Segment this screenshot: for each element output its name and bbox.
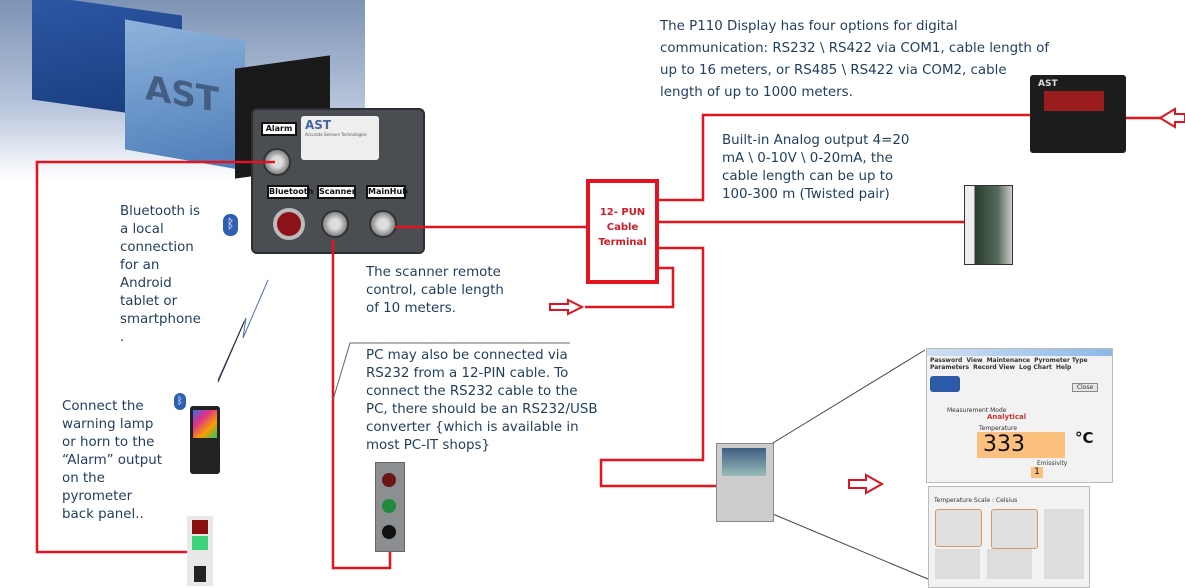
pyrometer-back-panel: Alarm AST Accurate Sensors Technologies … (251, 108, 425, 254)
pc-connection-description: PC may also be connected via RS232 from … (366, 348, 598, 453)
software-link-line (767, 511, 936, 583)
menu-item[interactable]: Log Chart (1019, 364, 1052, 371)
scale-label: Temperature Scale : (934, 497, 994, 504)
warning-lamp (187, 516, 213, 586)
software-menu-bar: Password View Maintenance Pyrometer Type… (927, 356, 1112, 372)
temperature-label: Temperature (979, 425, 1018, 432)
temperature-value: 333 (983, 432, 1025, 457)
p110-description: The P110 Display has four options for di… (660, 19, 1050, 100)
laptop (716, 443, 774, 522)
bluetooth-icon: ᛒ (223, 214, 238, 236)
scanner-wire (331, 240, 392, 570)
bluetooth-button (273, 208, 305, 240)
software-main-window: Password View Maintenance Pyrometer Type… (926, 348, 1113, 483)
scanner-remote-description: The scanner remote control, cable length… (366, 265, 504, 316)
mobile-phone (190, 406, 220, 474)
arrow-right-icon (549, 298, 585, 316)
menu-item[interactable]: Maintenance (986, 357, 1031, 364)
bluetooth-description: Bluetooth is a local connection for an A… (120, 204, 201, 345)
menu-item[interactable]: Help (1055, 364, 1072, 371)
display-wire (658, 113, 1030, 202)
scanner-remote-control (375, 462, 405, 552)
analog-output-module (964, 185, 1013, 265)
software-settings-window: Temperature Scale : Celsius (928, 486, 1090, 588)
close-button[interactable]: Close (1072, 383, 1098, 392)
bluetooth-label: Bluetooth (267, 185, 313, 199)
alarm-description: Connect the warning lamp or horn to the … (62, 399, 162, 522)
terminal-line-2: Cable (606, 222, 639, 233)
panel-info-plate: AST Accurate Sensors Technologies (301, 116, 379, 160)
menu-item[interactable]: View (966, 357, 983, 364)
arrow-left-icon (1158, 107, 1185, 129)
remote-wire (585, 266, 675, 309)
analog-output-description: Built-in Analog output 4=20 mA \ 0-10V \… (722, 133, 910, 202)
terminal-line-1: 12- PUN (599, 207, 646, 218)
menu-item[interactable]: Record View (973, 364, 1016, 371)
mainhub-connector (369, 210, 397, 238)
cable-terminal-box (586, 179, 659, 284)
temperature-unit: °C (1075, 429, 1094, 447)
scanner-connector (321, 210, 349, 238)
alarm-label: Alarm (261, 122, 297, 136)
bluetooth-icon: ᛒ (174, 393, 186, 410)
p110-display: AST (1030, 75, 1126, 153)
menu-item[interactable]: Password (930, 357, 963, 364)
cable-terminal-label: 12- PUN Cable Terminal (588, 205, 657, 250)
temperature-readout: 333 (977, 432, 1065, 458)
mainhub-label: MainHub (366, 185, 408, 199)
display-brand: AST (1038, 79, 1058, 89)
pc-callout-line (332, 342, 570, 401)
mode-label: Measurement Mode (947, 407, 1007, 414)
scale-value[interactable]: Celsius (995, 497, 1018, 504)
emissivity-label: Emissivity (1037, 460, 1068, 467)
menu-item[interactable]: Pyrometer Type (1034, 357, 1088, 364)
arrow-right-icon (848, 473, 885, 495)
software-link-line (767, 349, 926, 447)
pc-wire (599, 246, 718, 488)
menu-item[interactable]: Parameters (930, 364, 970, 371)
emissivity-value: 1 (1031, 467, 1043, 478)
scanner-label: Scanner (317, 185, 356, 199)
panel-brand-sub: Accurate Sensors Technologies (305, 132, 367, 137)
mode-value: Analytical (987, 413, 1027, 421)
terminal-line-3: Terminal (598, 237, 647, 248)
panel-brand: AST (305, 118, 332, 132)
alarm-wire (35, 160, 275, 554)
